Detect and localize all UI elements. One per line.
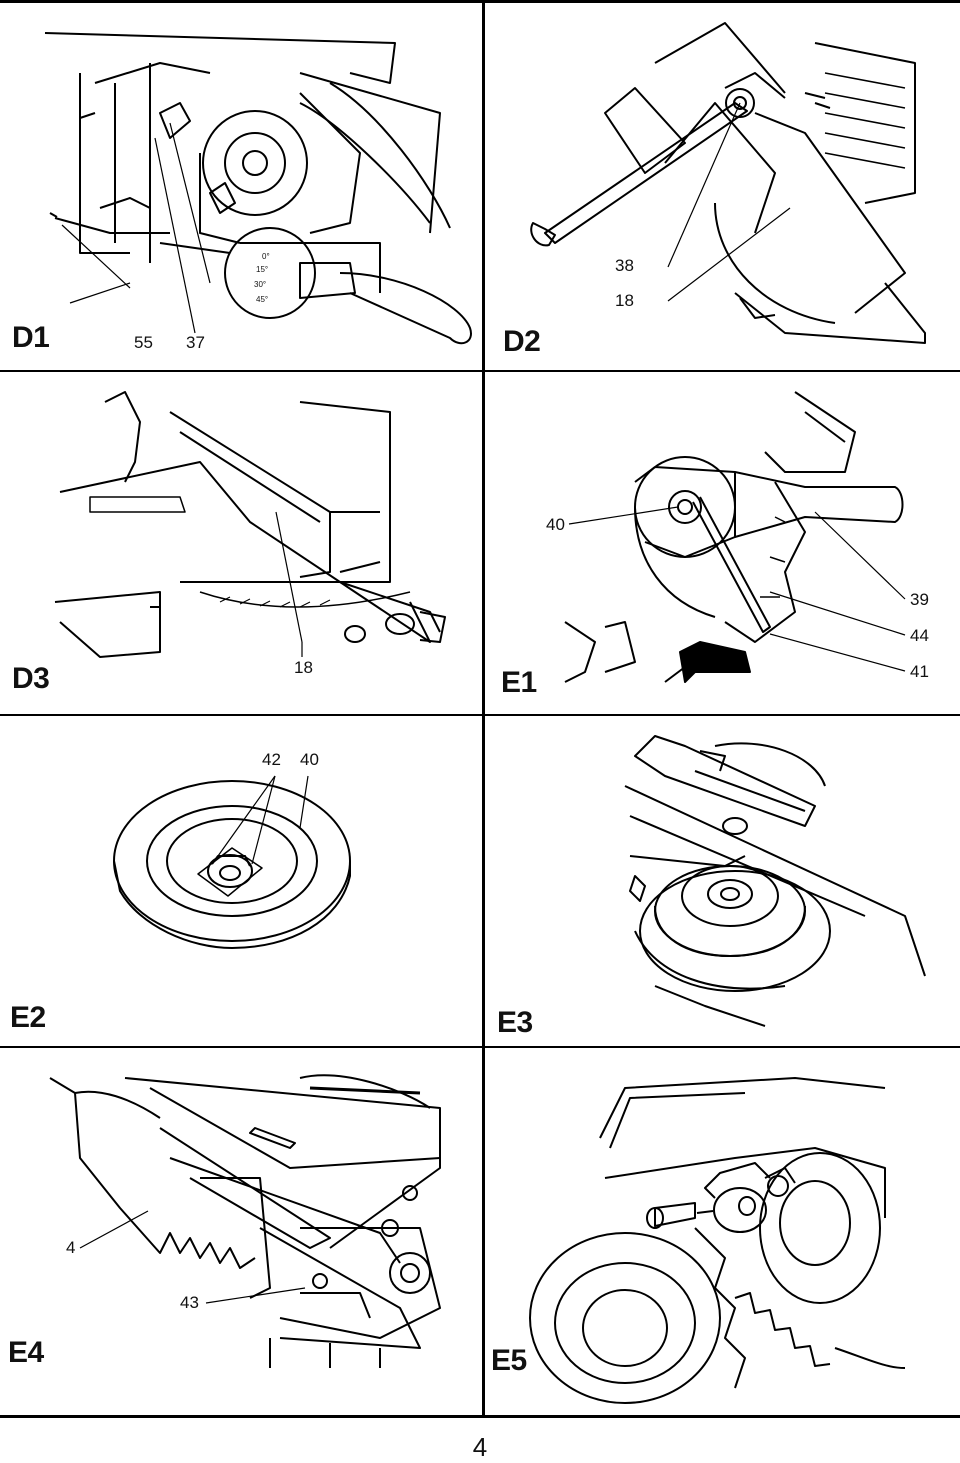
callout-e1-44: 44 (910, 626, 929, 645)
figure-d1: 0° 15° 30° 45° D1 55 37 (0, 3, 482, 370)
figure-e1: 40 39 44 41 E1 (485, 372, 960, 714)
e2-illustration (113, 775, 351, 949)
figure-d3: 18 D3 (0, 372, 482, 714)
callout-e1-39: 39 (910, 590, 929, 609)
e3-illustration (624, 735, 926, 1027)
grid-rule-vertical (482, 0, 485, 1418)
d1-scale-0: 0° (262, 252, 270, 261)
grid-rule-bottom (0, 1415, 960, 1418)
figure-label-e4: E4 (8, 1336, 44, 1369)
callout-d2-18: 18 (615, 291, 634, 310)
figure-e2: 42 40 E2 (0, 716, 482, 1046)
d1-scale-15: 15° (256, 265, 269, 274)
figure-e5: E5 (485, 1048, 960, 1415)
page-number: 4 (472, 1432, 488, 1462)
figure-e3: E3 (485, 716, 960, 1046)
callout-d2-38: 38 (615, 256, 634, 275)
figure-e4: 4 43 E4 (0, 1048, 482, 1415)
figure-d2: 38 18 D2 (485, 3, 960, 370)
callout-d1-55: 55 (134, 333, 153, 352)
callout-d1-37: 37 (186, 333, 205, 352)
figure-label-d3: D3 (12, 662, 50, 695)
grid-rule-row3 (0, 1046, 960, 1048)
d1-scale-45: 45° (256, 295, 269, 304)
figure-label-d1: D1 (12, 321, 50, 354)
figure-label-e2: E2 (10, 1001, 46, 1034)
figure-label-e1: E1 (501, 666, 537, 699)
callout-e4-43: 43 (180, 1293, 199, 1312)
e1-illustration (564, 391, 906, 683)
d1-scale-30: 30° (254, 280, 267, 289)
figure-label-d2: D2 (503, 325, 541, 358)
callout-e2-40: 40 (300, 750, 319, 769)
callout-e1-41: 41 (910, 662, 929, 681)
d1-illustration (44, 32, 472, 345)
d3-illustration (54, 391, 446, 658)
callout-e2-42: 42 (262, 750, 281, 769)
figure-label-e5: E5 (491, 1344, 527, 1377)
callout-e4-4: 4 (66, 1238, 76, 1257)
callout-d3-18: 18 (294, 658, 313, 677)
e4-illustration (49, 1074, 441, 1368)
figure-label-e3: E3 (497, 1006, 533, 1039)
e5-illustration (529, 1077, 906, 1404)
grid-rule-top (0, 0, 960, 3)
d2-illustration (530, 22, 926, 344)
callout-e1-40: 40 (546, 515, 565, 534)
grid-rule-row1 (0, 370, 960, 372)
grid-rule-row2 (0, 714, 960, 716)
